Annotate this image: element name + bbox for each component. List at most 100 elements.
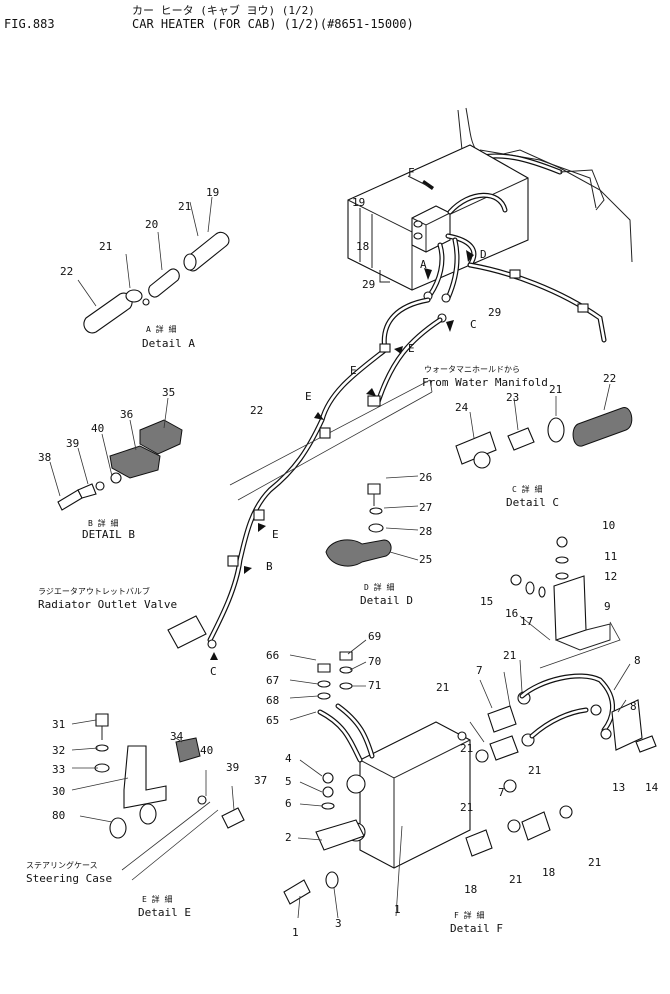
callout-71: 71	[368, 679, 381, 692]
callout-31: 31	[52, 718, 65, 731]
callout-22-a: 22	[60, 265, 73, 278]
callout-29-left: 29	[362, 278, 375, 291]
callout-69: 69	[368, 630, 381, 643]
callout-21-f4: 21	[528, 764, 541, 777]
callout-13: 13	[612, 781, 625, 794]
detail-c-jp: C 詳 細	[512, 484, 542, 494]
callout-6: 6	[285, 797, 292, 810]
callout-29-right: 29	[488, 306, 501, 319]
detail-e-caption: Detail E	[138, 906, 191, 919]
callout-32: 32	[52, 744, 65, 757]
callout-16: 16	[505, 607, 518, 620]
detail-d-jp: D 詳 細	[364, 582, 394, 592]
callout-18-main: 18	[356, 240, 369, 253]
callout-1-right: 1	[394, 903, 401, 916]
callout-7-low: 7	[498, 786, 505, 799]
callout-4: 4	[285, 752, 292, 765]
callout-9: 9	[604, 600, 611, 613]
callout-40-e: 40	[200, 744, 213, 757]
callout-numbers: 19 21 20 21 22 19 18 29 29 22 35 36 40 3…	[38, 186, 659, 939]
captions: A 詳 細 Detail A B 詳 細 DETAIL B C 詳 細 Deta…	[26, 324, 559, 935]
detail-e-jp: E 詳 細	[142, 894, 172, 904]
callout-39-b: 39	[66, 437, 79, 450]
callout-18-f1: 18	[542, 866, 555, 879]
callout-40-b: 40	[91, 422, 104, 435]
callout-25: 25	[419, 553, 432, 566]
detail-a-caption: Detail A	[142, 337, 195, 350]
callout-12: 12	[604, 570, 617, 583]
callout-7-top: 7	[476, 664, 483, 677]
detail-e-parts	[71, 713, 245, 881]
title-japanese: カー ヒータ (キャブ ヨウ) (1/2)	[132, 4, 315, 17]
callout-21-f1: 21	[503, 649, 516, 662]
steering-case-jp: ステアリングケース	[26, 860, 98, 870]
callout-21-a1: 21	[178, 200, 191, 213]
callout-21-f5: 21	[460, 801, 473, 814]
marker-e3: E	[305, 390, 312, 403]
pointer-arrows	[210, 175, 474, 660]
figure-number: FIG.883	[4, 17, 55, 31]
callout-21-f3: 21	[460, 742, 473, 755]
water-manifold-label: From Water Manifold	[422, 376, 548, 389]
callout-27: 27	[419, 501, 432, 514]
detail-a-jp: A 詳 細	[146, 324, 176, 334]
marker-e4: E	[272, 528, 279, 541]
detail-f-parts	[465, 536, 657, 857]
detail-b-caption: DETAIL B	[82, 528, 135, 541]
heater-unit	[283, 639, 471, 919]
callout-2: 2	[285, 831, 292, 844]
radiator-valve-jp: ラジエータアウトレットバルブ	[38, 586, 150, 596]
callout-30: 30	[52, 785, 65, 798]
callout-37: 37	[254, 774, 267, 787]
callout-38: 38	[38, 451, 51, 464]
callout-23: 23	[506, 391, 519, 404]
steering-case-label: Steering Case	[26, 872, 112, 885]
detail-d-caption: Detail D	[360, 594, 413, 607]
detail-f-jp: F 詳 細	[454, 910, 484, 920]
callout-22-main: 22	[250, 404, 263, 417]
marker-a: A	[420, 258, 427, 271]
callout-33: 33	[52, 763, 65, 776]
callout-11: 11	[604, 550, 617, 563]
detail-f-caption: Detail F	[450, 922, 503, 935]
callout-22-c: 22	[603, 372, 616, 385]
callout-21-c: 21	[549, 383, 562, 396]
callout-5: 5	[285, 775, 292, 788]
marker-c-bottom: C	[210, 665, 217, 678]
callout-3: 3	[335, 917, 342, 930]
detail-c-caption: Detail C	[506, 496, 559, 509]
callout-15: 15	[480, 595, 493, 608]
figure-title: CAR HEATER (FOR CAB) (1/2)(#8651-15000)	[132, 17, 414, 31]
callout-70: 70	[368, 655, 381, 668]
callout-1-left: 1	[292, 926, 299, 939]
callout-67: 67	[266, 674, 279, 687]
callout-34: 34	[170, 730, 184, 743]
callout-21-f6: 21	[588, 856, 601, 869]
marker-e2: E	[350, 364, 357, 377]
callout-21-f7: 21	[509, 873, 522, 886]
callout-39-e: 39	[226, 761, 239, 774]
main-assembly	[167, 107, 633, 649]
callout-10: 10	[602, 519, 615, 532]
callout-8-mid: 8	[630, 700, 637, 713]
water-manifold-jp: ウォータマニホールドから	[424, 365, 520, 374]
callout-21-a2: 21	[99, 240, 112, 253]
marker-d: D	[480, 248, 487, 261]
detail-b-jp: B 詳 細	[88, 518, 118, 528]
marker-c-top: C	[470, 318, 477, 331]
callout-21-f2: 21	[436, 681, 449, 694]
callout-65: 65	[266, 714, 279, 727]
callout-36: 36	[120, 408, 133, 421]
callout-28: 28	[419, 525, 432, 538]
callout-19-a: 19	[206, 186, 219, 199]
callout-35: 35	[162, 386, 175, 399]
marker-b: B	[266, 560, 273, 573]
callout-14: 14	[645, 781, 659, 794]
callout-26: 26	[419, 471, 432, 484]
radiator-valve-label: Radiator Outlet Valve	[38, 598, 177, 611]
detail-d-parts	[325, 475, 419, 567]
detail-b-parts	[49, 397, 183, 511]
detail-a-parts	[77, 196, 230, 334]
callout-80: 80	[52, 809, 65, 822]
